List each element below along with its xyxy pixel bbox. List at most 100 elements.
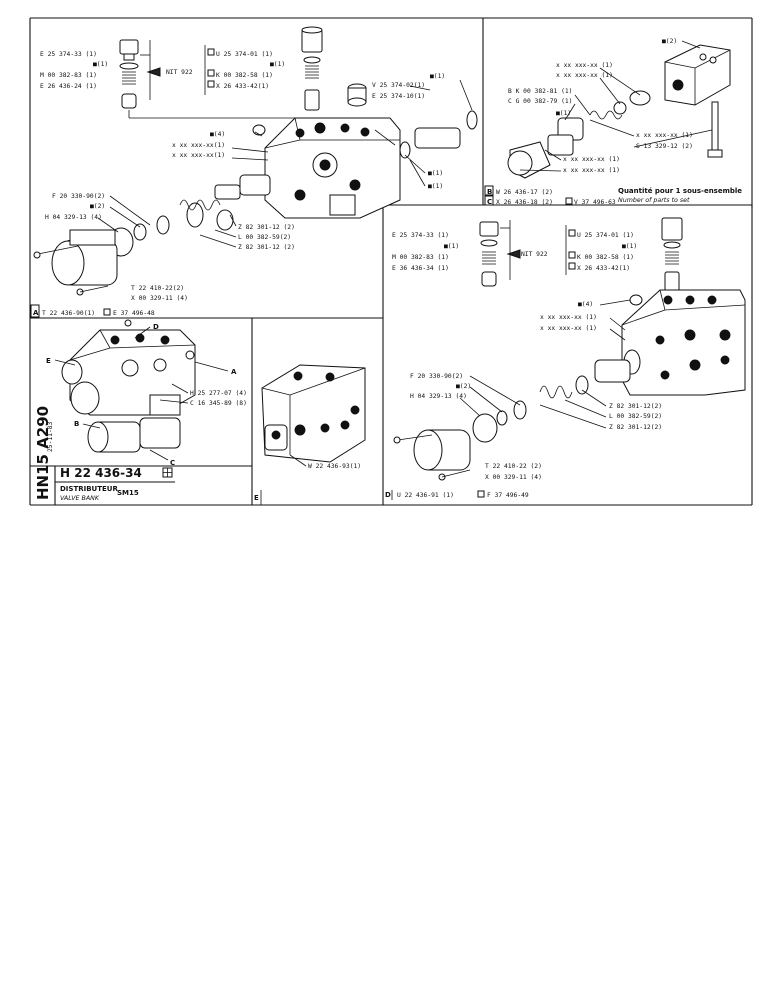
- side-code: HN15 A290 25-11-83: [34, 406, 54, 500]
- label: X 26 433-42(1): [577, 265, 630, 272]
- title-part-number: H 22 436-34: [60, 466, 142, 480]
- label: F 20 330-90(2): [410, 373, 463, 380]
- label: ■(2): [90, 203, 105, 210]
- panel-d-ref2: F 37 496-49: [487, 492, 529, 499]
- label: NIT 922: [166, 69, 193, 76]
- panel-e-letter: E: [254, 494, 259, 502]
- label: ■(4): [578, 301, 593, 308]
- panel-a-labels: E 25 374-33 (1) ■(1) M 00 382-83 (1) E 2…: [30, 40, 473, 318]
- label: C 16 345-89 (8): [190, 400, 247, 407]
- title-name-fr: DISTRIBUTEUR: [60, 485, 118, 493]
- label: C G 00 382-79 (1): [508, 98, 572, 105]
- valve-body-d: [621, 289, 746, 396]
- title-model: SM15: [117, 489, 139, 497]
- label: E 25 374-10(1): [372, 93, 425, 100]
- panel-b: [507, 44, 731, 179]
- label: M 00 382-83 (1): [392, 254, 449, 261]
- label: ■(1): [430, 73, 445, 80]
- panel-d-letter: D: [385, 491, 391, 499]
- panel-c-ref2: V 37 496-63: [574, 199, 616, 206]
- panel-a-letter: A: [33, 309, 39, 317]
- frames: [29, 17, 753, 506]
- panel-b-ref: W 26 436-17 (2): [496, 189, 553, 196]
- label: H 25 277-07 (4): [190, 390, 247, 397]
- label: x xx xxx-xx (1): [556, 72, 613, 79]
- label: L 00 382-59(2): [238, 234, 291, 241]
- overview-letter: D: [153, 323, 159, 331]
- label: Z 82 301-12(2): [609, 403, 662, 410]
- label: ■(1): [622, 243, 637, 250]
- label: ■(1): [270, 61, 285, 68]
- label: ■(2): [456, 383, 471, 390]
- label: U 25 374-01 (1): [577, 232, 634, 239]
- panel-d-ref: U 22 436-91 (1): [397, 492, 454, 499]
- label: Z 82 301-12(2): [609, 424, 662, 431]
- label: L 00 382-59(2): [609, 413, 662, 420]
- panel-d-labels: E 25 374-33 (1) ■(1) M 00 382-83 (1) E 3…: [385, 220, 662, 500]
- valve-body-e: [261, 364, 366, 463]
- label: ■(1): [556, 110, 571, 117]
- label: x xx xxx-xx(1): [172, 142, 225, 149]
- title-block: H 22 436-34 DISTRIBUTEUR VALVE BANK SM15: [60, 466, 173, 502]
- label: ■(1): [428, 183, 443, 190]
- panel-b-letter: B: [487, 188, 492, 196]
- label: x xx xxx-xx (1): [563, 156, 620, 163]
- overview-letter: A: [231, 368, 237, 376]
- label: K 00 382-58 (1): [577, 254, 634, 261]
- label: ■(1): [93, 61, 108, 68]
- panel-c-ref: X 26 436-18 (2): [496, 199, 553, 206]
- label: Z 82 301-12 (2): [238, 244, 295, 251]
- label: ■(1): [428, 170, 443, 177]
- panel-overview: D E A B C H 25 277-07 (4) C 16 345-89 (8…: [46, 319, 247, 467]
- block-part: [664, 44, 731, 106]
- label: ■(2): [662, 38, 677, 45]
- label: E 25 374-33 (1): [40, 51, 97, 58]
- panel-a-ref2: E 37 496-48: [113, 310, 155, 317]
- label: H 04 329-13 (4): [410, 393, 467, 400]
- label: x xx xxx-xx (1): [556, 62, 613, 69]
- label: E 25 374-33 (1): [392, 232, 449, 239]
- plug-part: [119, 39, 139, 55]
- label: x xx xxx-xx (1): [636, 132, 693, 139]
- note-fr: Quantité pour 1 sous-ensemble: [618, 187, 742, 195]
- label: V 25 374-02(1): [372, 82, 425, 89]
- label: x xx xxx-xx (1): [563, 167, 620, 174]
- panel-d: [393, 217, 746, 481]
- label: K 00 382-58 (1): [216, 72, 273, 79]
- grid-icon: [207, 69, 215, 77]
- label: U 25 374-01 (1): [216, 51, 273, 58]
- label: B K 00 382-81 (1): [508, 88, 572, 95]
- label: Z 82 301-12 (2): [238, 224, 295, 231]
- title-name-en: VALVE BANK: [60, 495, 100, 502]
- label: W 22 436-93(1): [308, 463, 361, 470]
- panel-e: W 22 436-93(1) E: [254, 364, 366, 505]
- label: E 26 436-24 (1): [40, 83, 97, 90]
- label: T 22 410-22(2): [131, 285, 184, 292]
- label: X 26 433-42(1): [216, 83, 269, 90]
- label: M 00 382-83 (1): [40, 72, 97, 79]
- overview-letter: C: [170, 459, 175, 467]
- label: x xx xxx-xx(1): [172, 152, 225, 159]
- sheet-date: 25-11-83: [47, 421, 54, 452]
- label: ■(4): [210, 131, 225, 138]
- overview-letter: B: [74, 420, 79, 428]
- label: S 13 329-12 (2): [636, 143, 693, 150]
- panel-a-ref: T 22 436-90(1): [42, 310, 95, 317]
- label: x xx xxx-xx (1): [540, 314, 597, 321]
- label: X 00 329-11 (4): [131, 295, 188, 302]
- label: E 36 436-34 (1): [392, 265, 449, 272]
- label: F 20 330-90(2): [52, 193, 105, 200]
- overview-letter: E: [46, 357, 51, 365]
- label: X 00 329-11 (4): [485, 474, 542, 481]
- panel-c-letter: C: [487, 198, 492, 206]
- grid-icon: [207, 48, 215, 56]
- label: H 04 329-13 (4): [45, 214, 102, 221]
- label: x xx xxx-xx (1): [540, 325, 597, 332]
- note-en: Number of parts to set: [618, 196, 690, 204]
- panel-a: [33, 26, 478, 296]
- label: ■(1): [444, 243, 459, 250]
- grid-icon: [207, 80, 215, 88]
- label: T 22 410-22 (2): [485, 463, 542, 470]
- sheet-code: HN15 A290: [34, 406, 52, 500]
